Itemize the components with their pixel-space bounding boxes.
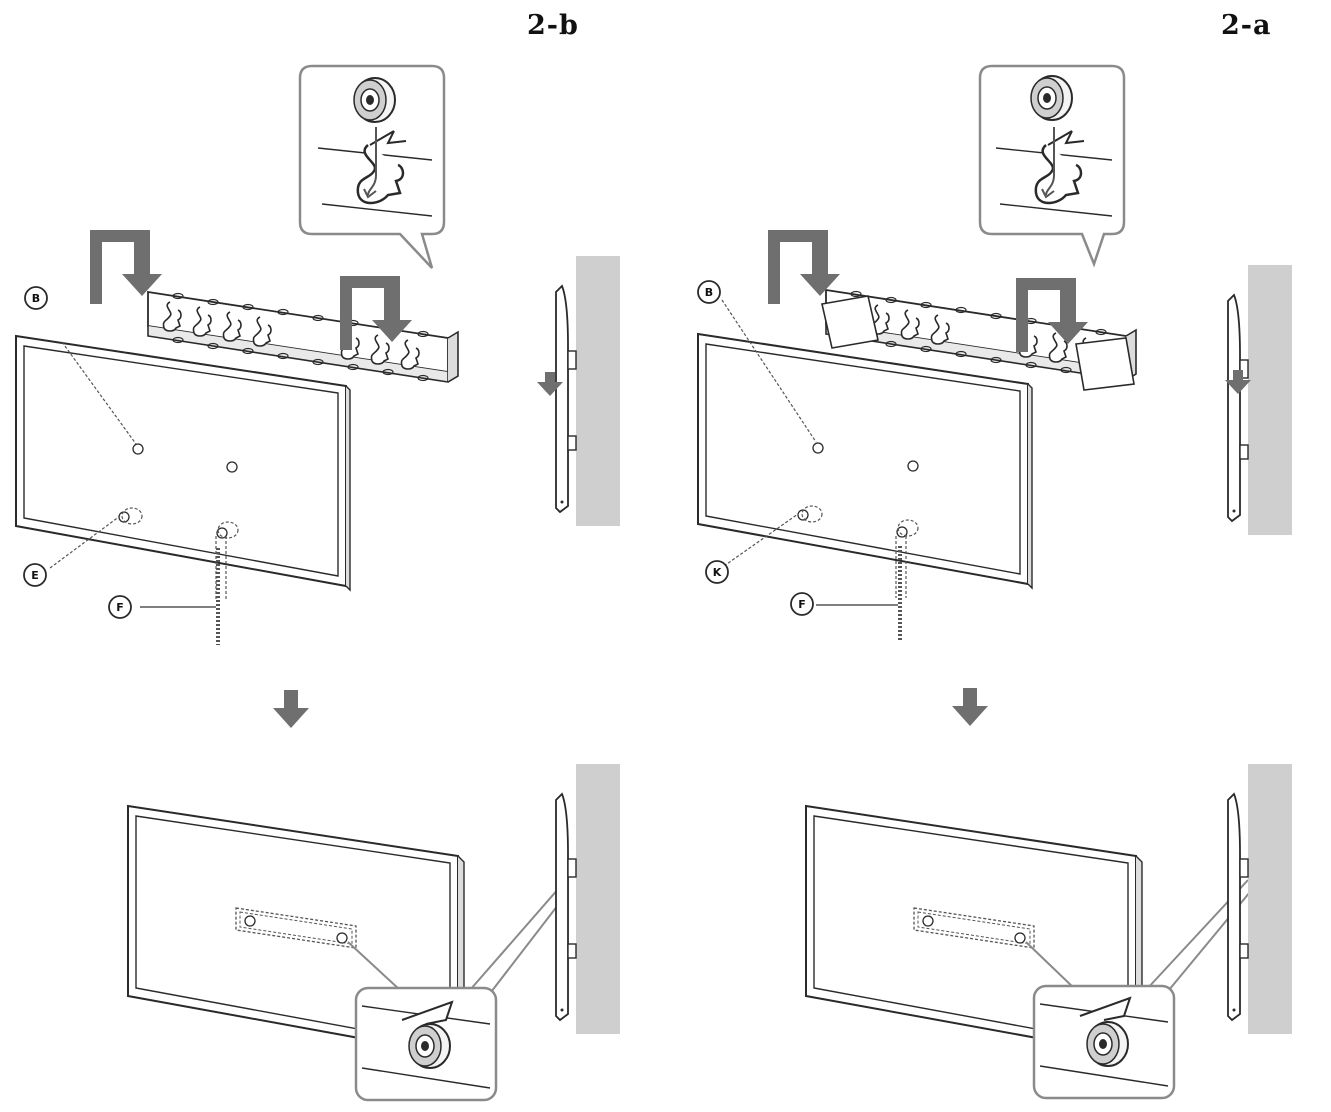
step-title-2a: 2-a (1221, 10, 1272, 41)
down-arrow-icon (952, 688, 988, 726)
step-2b-lower (127, 763, 621, 1102)
svg-text:B: B (705, 286, 713, 299)
tv-back-panel (697, 333, 1033, 589)
step-2b-upper: B E F (15, 64, 621, 645)
svg-text:F: F (116, 601, 124, 614)
roller-icon (353, 77, 396, 123)
label-f: F (790, 592, 814, 616)
side-view-mounted (1227, 763, 1293, 1035)
tv-back-panel (15, 335, 351, 591)
svg-text:K: K (713, 566, 722, 579)
svg-text:B: B (32, 292, 40, 305)
label-e: E (23, 563, 47, 587)
side-view (555, 255, 621, 527)
label-f: F (108, 595, 132, 619)
step-title-2b: 2-b (527, 10, 579, 41)
roller-icon (408, 1023, 451, 1069)
down-arrow-icon (273, 690, 309, 728)
roller-icon (1086, 1021, 1129, 1067)
side-view (1227, 264, 1293, 536)
label-b: B (697, 280, 721, 304)
hook-callout (298, 64, 446, 269)
side-view-mounted (555, 763, 621, 1035)
label-k: K (705, 560, 729, 584)
svg-text:E: E (31, 569, 39, 582)
step-2a-upper: B K F (697, 64, 1293, 642)
svg-text:F: F (798, 598, 806, 611)
step-2a-lower (805, 763, 1293, 1100)
label-b: B (24, 286, 48, 310)
roller-icon (1030, 75, 1073, 121)
